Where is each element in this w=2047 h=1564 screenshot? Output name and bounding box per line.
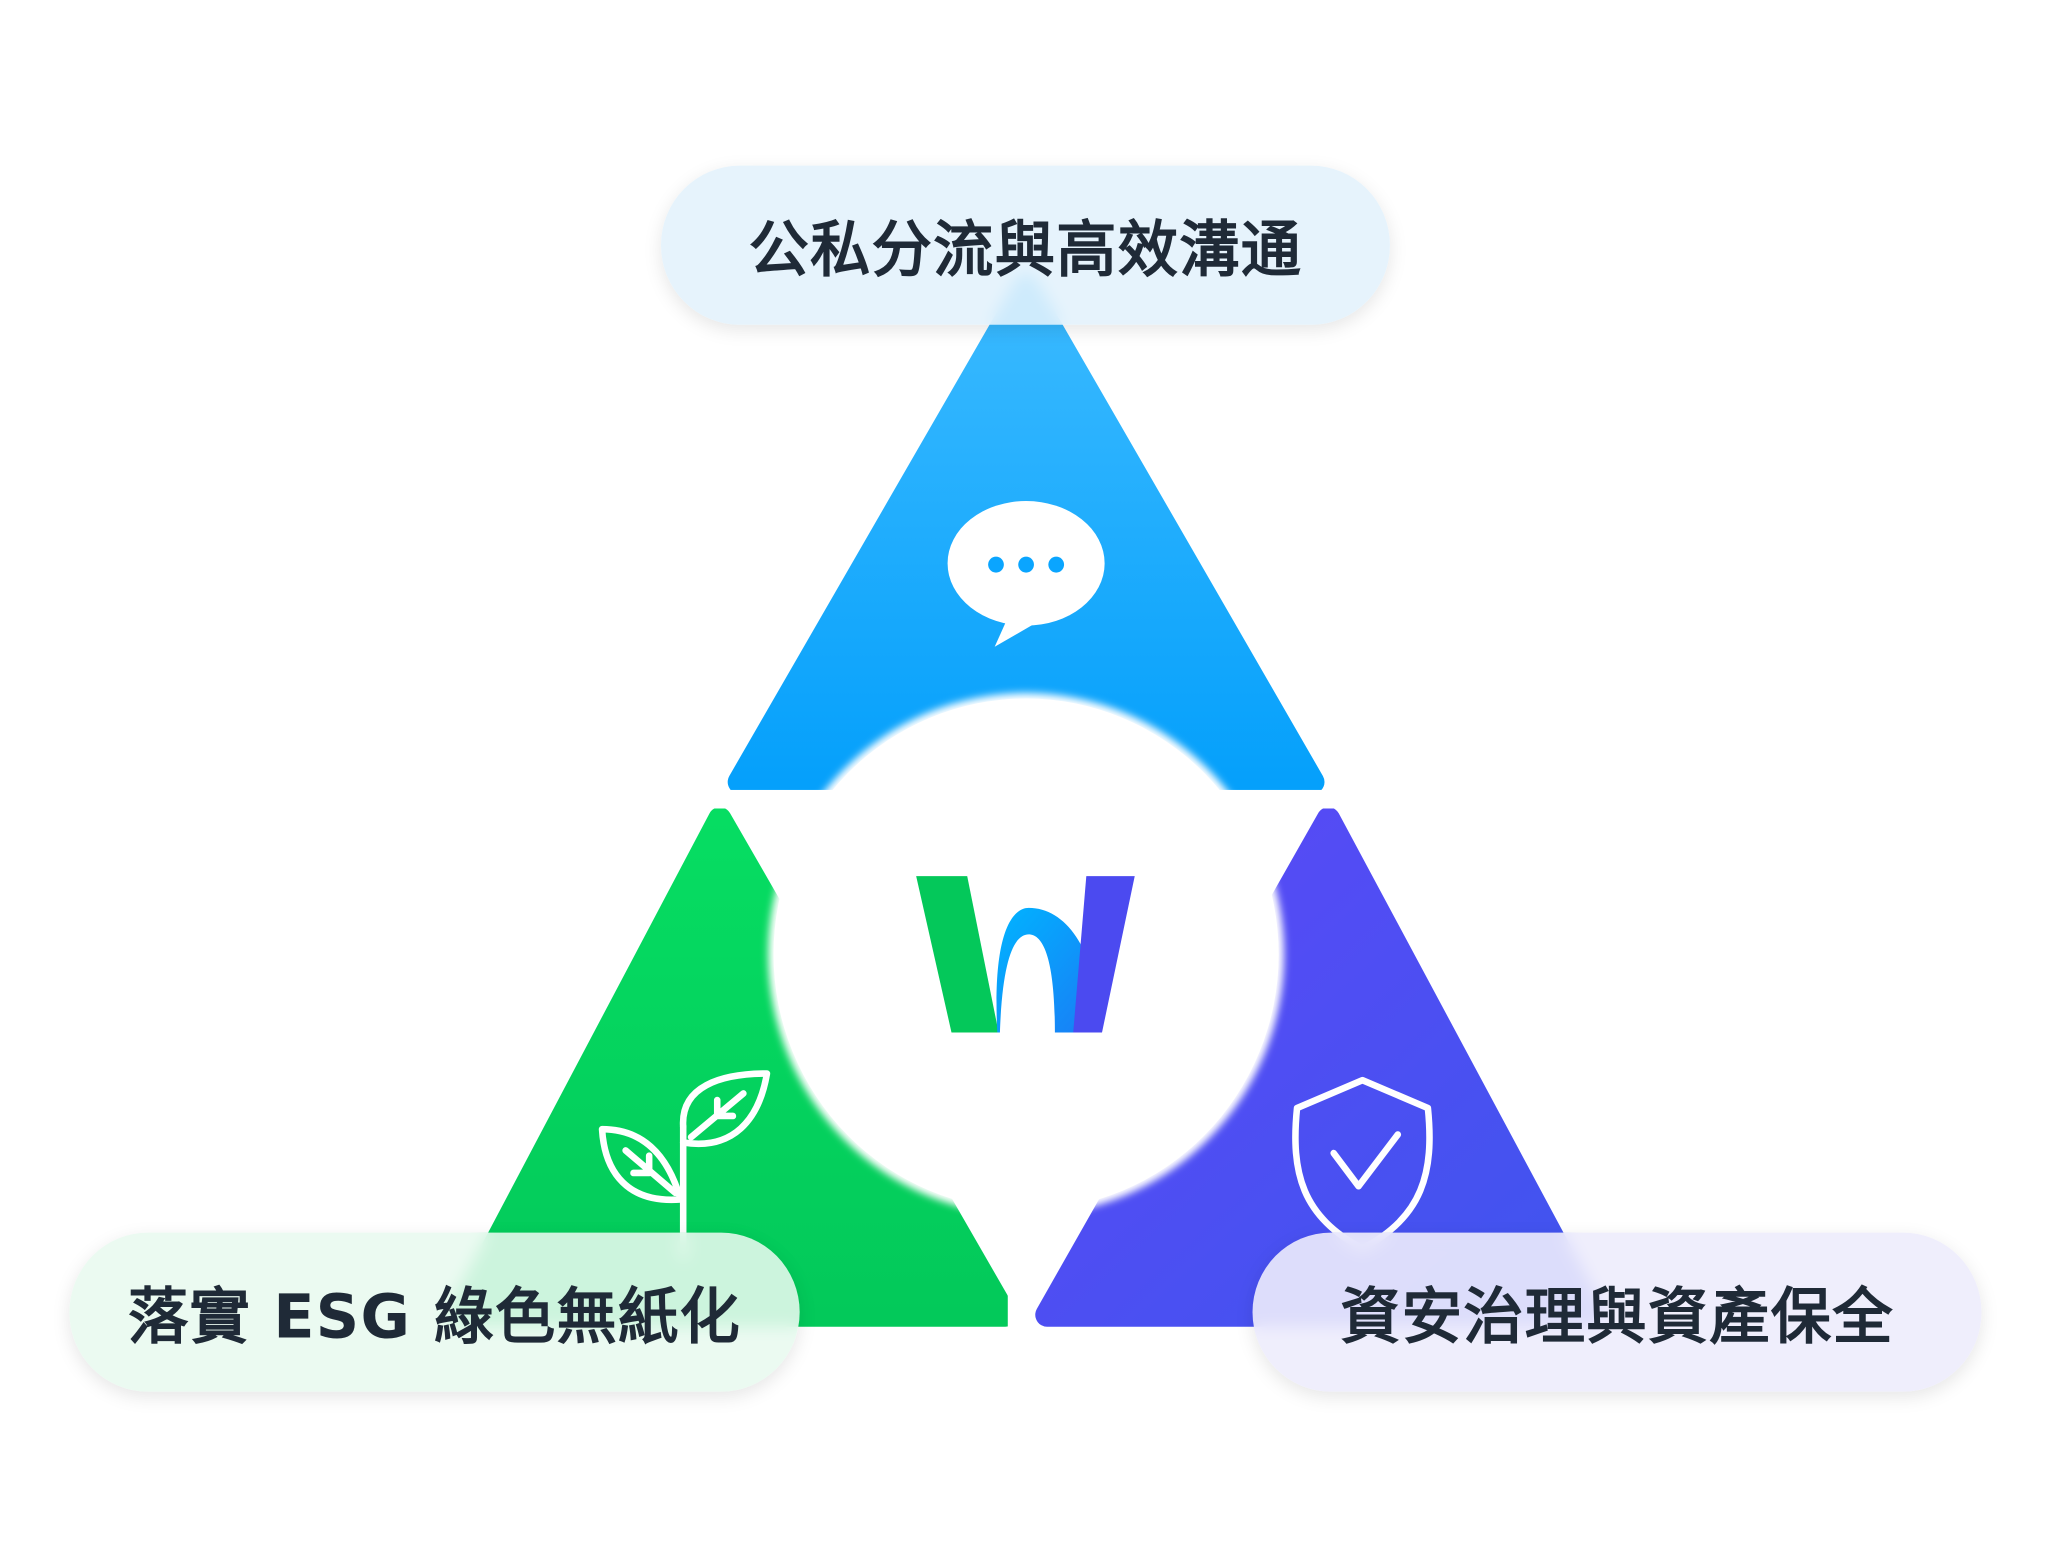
pillar-label-text: 落實 ESG 綠色無紙化 (128, 1280, 742, 1352)
logo (916, 876, 1135, 1033)
chat-bubble-icon (947, 501, 1105, 647)
pillar-label-text: 公私分流與高效溝通 (748, 213, 1303, 285)
pillar-label-text: 資安治理與資產保全 (1340, 1280, 1894, 1352)
pillar-label-esg: 落實 ESG 綠色無紙化 (69, 1232, 800, 1392)
pillar-label-security: 資安治理與資產保全 (1252, 1232, 1982, 1392)
pillar-label-communication: 公私分流與高效溝通 (660, 165, 1390, 325)
sprout-icon (598, 1070, 771, 1260)
